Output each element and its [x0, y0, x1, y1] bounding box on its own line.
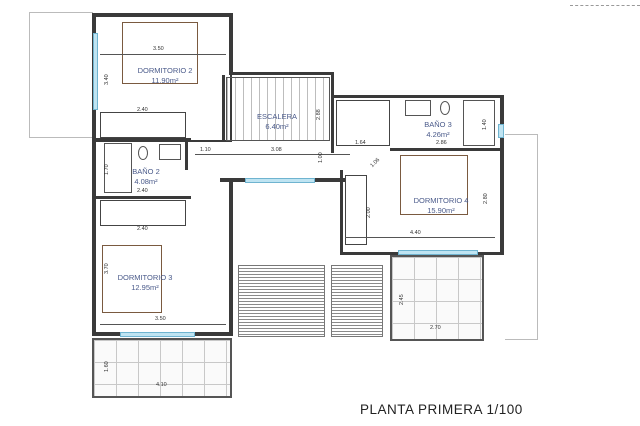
dim-hall-left: 1.10: [200, 147, 211, 153]
room-area: 4.08m²: [134, 177, 158, 186]
room-name: DORMITORIO 3: [117, 273, 173, 282]
plot-boundary-right: [505, 134, 538, 340]
wall-d2-bottom: [96, 138, 191, 141]
room-label-bano-3: BAÑO 3 4.26m²: [418, 120, 458, 140]
void-hatch-left: [238, 265, 325, 337]
dim-diagonal: 1.06: [369, 157, 382, 169]
wall-d2-right: [229, 13, 233, 73]
room-name: DORMITORIO 4: [413, 196, 469, 205]
dim-b3-left: 1.64: [355, 140, 366, 146]
dim-b2-width: 2.40: [137, 188, 148, 194]
wall-stair-left: [222, 75, 225, 140]
dim-terrace-left-depth: 1.60: [104, 361, 110, 372]
wall-top-left: [92, 13, 232, 17]
room-area: 4.26m²: [426, 130, 450, 139]
dim-terrace-right-width: 2.70: [430, 325, 441, 331]
wall-center-left: [229, 180, 233, 336]
wardrobe-b3: [336, 100, 390, 146]
dimline-hall: [195, 154, 350, 155]
wall-left-upper: [92, 13, 96, 33]
terrace-right: [390, 255, 484, 341]
dim-b3-shower: 1.40: [482, 119, 488, 130]
dim-stair-height: 2.88: [316, 109, 322, 120]
dim-d2-width: 3.50: [153, 46, 164, 52]
void-hatch-right: [331, 265, 383, 337]
wall-stair-right-top: [331, 72, 334, 97]
toilet-b3: [440, 101, 450, 115]
room-name: DORMITORIO 2: [137, 66, 193, 75]
dim-b2-height: 1.70: [104, 164, 110, 175]
dim-hall-width: 3.08: [271, 147, 282, 153]
staircase: [226, 77, 330, 141]
dim-d4-width: 4.40: [410, 230, 421, 236]
window-dormitorio-4: [398, 250, 478, 255]
wall-b2-bottom: [96, 196, 191, 199]
room-name: BAÑO 2: [132, 167, 160, 176]
sink-b3: [405, 100, 431, 116]
dimline-d2-width: [100, 54, 226, 55]
plan-title: PLANTA PRIMERA 1/100: [360, 402, 523, 417]
window-dormitorio-2: [93, 33, 98, 110]
terrace-left: [92, 338, 232, 398]
bed-d2: [122, 22, 198, 84]
dim-d3-width: 3.50: [155, 316, 166, 322]
room-label-escalera: ESCALERA 6.40m²: [252, 112, 302, 132]
plot-boundary-top-right: [570, 5, 640, 6]
dim-d3-height: 3.70: [104, 263, 110, 274]
wardrobe-d2: [100, 112, 186, 138]
dim-terrace-left-width: 4.10: [156, 382, 167, 388]
room-label-dormitorio-2: DORMITORIO 2 11.90m²: [130, 66, 200, 86]
dim-d2-wardrobe: 2.40: [137, 107, 148, 113]
dim-d4-right: 2.80: [483, 193, 489, 204]
room-name: ESCALERA: [256, 112, 298, 121]
dimline-d3-width: [100, 324, 226, 325]
dim-terrace-right-depth: 2.45: [399, 294, 405, 305]
wall-b3-bottom: [390, 148, 502, 151]
shower-b3: [463, 100, 495, 146]
room-area: 12.95m²: [131, 283, 159, 292]
window-hall: [245, 178, 315, 183]
dim-d2-height: 3.40: [104, 74, 110, 85]
bed-d4: [400, 155, 468, 215]
wall-right: [500, 95, 504, 255]
room-area: 15.90m²: [427, 206, 455, 215]
dim-d3-wardrobe: 2.40: [137, 226, 148, 232]
dim-d4-left: 2.00: [366, 207, 372, 218]
dim-b3-width: 2.86: [436, 140, 447, 146]
room-label-bano-2: BAÑO 2 4.08m²: [126, 167, 166, 187]
wall-d4-left: [340, 170, 343, 255]
window-bano-3: [498, 124, 504, 138]
bed-d3: [102, 245, 162, 313]
wall-left: [92, 110, 96, 335]
room-area: 11.90m²: [151, 76, 179, 85]
toilet-b2: [138, 146, 148, 160]
room-area: 6.40m²: [265, 122, 289, 131]
wall-b3-left: [331, 98, 334, 153]
wardrobe-d3: [100, 200, 186, 226]
wall-b2-right: [185, 140, 188, 170]
dim-hall-height: 1.00: [318, 152, 324, 163]
wall-stair-top: [229, 72, 334, 75]
room-name: BAÑO 3: [424, 120, 452, 129]
shower-b2: [104, 143, 132, 193]
dimline-d4-width: [345, 237, 495, 238]
wall-b3-top: [331, 95, 503, 98]
wardrobe-d4: [345, 175, 367, 245]
room-label-dormitorio-3: DORMITORIO 3 12.95m²: [110, 273, 180, 293]
room-label-dormitorio-4: DORMITORIO 4 15.90m²: [406, 196, 476, 216]
window-dormitorio-3: [120, 332, 195, 337]
sink-b2: [159, 144, 181, 160]
plot-boundary-left: [29, 12, 93, 138]
